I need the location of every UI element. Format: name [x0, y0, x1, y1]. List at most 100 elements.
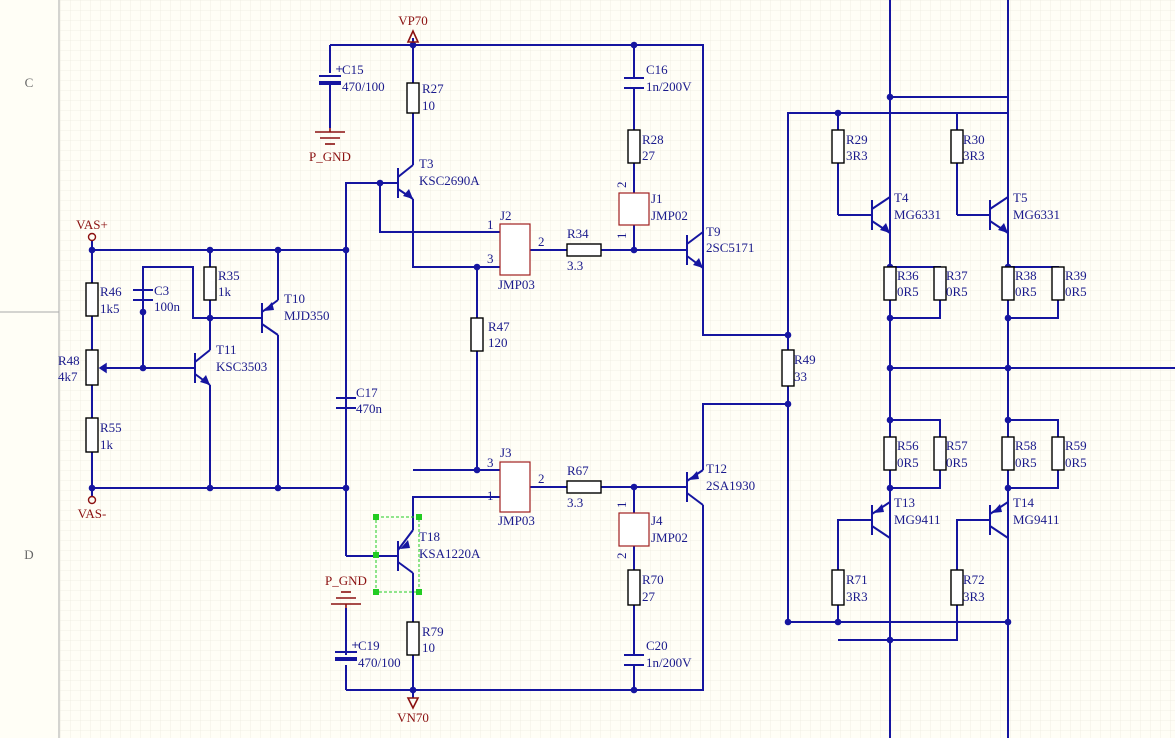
resistor-r71[interactable]: R71 3R3	[831, 569, 868, 606]
t5-value: MG6331	[1013, 207, 1060, 222]
resistor-r46[interactable]: R46 1k5	[85, 282, 122, 317]
r70-ref: R70	[642, 572, 664, 587]
resistor-r55[interactable]: R55 1k	[85, 417, 122, 453]
resistor-r29[interactable]: R29 3R3	[831, 129, 868, 164]
jumper-j4[interactable]: 1 2 J4 JMP02	[614, 502, 688, 560]
t18-ref: T18	[419, 529, 440, 544]
r57-value: 0R5	[946, 455, 968, 470]
transistor-t9[interactable]: T9 2SC5171	[686, 224, 754, 269]
pgnd-top-label: P_GND	[309, 149, 351, 164]
r46-ref: R46	[100, 284, 122, 299]
resistor-r28[interactable]: R28 27	[627, 129, 664, 164]
r49-value: 33	[794, 369, 807, 384]
resistor-r67[interactable]: R67 3.3	[566, 463, 602, 510]
pgnd-bottom-label: P_GND	[325, 573, 367, 588]
r28-value: 27	[642, 148, 656, 163]
resistor-r59[interactable]: R59 0R5	[1051, 436, 1087, 471]
j1-pin1: 1	[614, 233, 629, 240]
r72-ref: R72	[963, 572, 985, 587]
r71-value: 3R3	[846, 589, 868, 604]
r37-value: 0R5	[946, 284, 968, 299]
c3-ref: C3	[154, 283, 169, 298]
c17-value: 470n	[356, 401, 383, 416]
c20-value: 1n/200V	[646, 655, 692, 670]
resistor-r37[interactable]: R37 0R5	[933, 266, 968, 301]
r70-value: 27	[642, 589, 656, 604]
vas-minus-port[interactable]: VAS-	[78, 495, 107, 522]
selection-box	[375, 516, 420, 593]
r36-value: 0R5	[897, 284, 919, 299]
r29-value: 3R3	[846, 148, 868, 163]
capacitor-c15[interactable]: + C15 470/100	[319, 62, 385, 94]
pgnd-top-symbol[interactable]: P_GND	[309, 128, 351, 164]
resistor-r36[interactable]: R36 0R5	[883, 266, 919, 301]
transistor-t13[interactable]: T13 MG9411	[871, 495, 940, 539]
capacitor-c17[interactable]: C17 470n	[336, 385, 383, 416]
transistor-t4[interactable]: T4 MG6331	[871, 190, 941, 234]
vas-plus-port[interactable]: VAS+	[76, 217, 108, 242]
c19-value: 470/100	[358, 655, 401, 670]
c16-ref: C16	[646, 62, 668, 77]
jumper-j2[interactable]: J2 1 2 3 JMP03	[487, 208, 545, 292]
t13-value: MG9411	[894, 512, 940, 527]
j1-value: JMP02	[651, 208, 688, 223]
r39-ref: R39	[1065, 268, 1087, 283]
j3-pin3: 3	[487, 455, 494, 470]
capacitor-c3[interactable]: C3 100n	[133, 283, 181, 314]
t10-value: MJD350	[284, 308, 330, 323]
transistor-t5[interactable]: T5 MG6331	[989, 190, 1060, 234]
r55-ref: R55	[100, 420, 122, 435]
c20-ref: C20	[646, 638, 668, 653]
resistor-r30[interactable]: R30 3R3	[950, 129, 985, 164]
resistor-r34[interactable]: R34 3.3	[566, 226, 602, 273]
jumper-j3[interactable]: J3 3 2 1 JMP03	[487, 445, 545, 528]
vn70-port[interactable]: VN70	[397, 697, 429, 725]
resistor-r39[interactable]: R39 0R5	[1051, 266, 1087, 301]
c19-ref: C19	[358, 638, 380, 653]
t14-value: MG9411	[1013, 512, 1059, 527]
capacitor-c16[interactable]: C16 1n/200V	[624, 62, 692, 94]
transistor-t10[interactable]: T10 MJD350	[261, 291, 330, 336]
vp70-port[interactable]: VP70	[398, 13, 428, 43]
jumper-j1[interactable]: 2 1 J1 JMP02	[614, 182, 688, 240]
resistor-r72[interactable]: R72 3R3	[950, 569, 985, 606]
resistor-r58[interactable]: R58 0R5	[1001, 436, 1037, 471]
j1-ref: J1	[651, 191, 663, 206]
j2-pin1: 1	[487, 217, 494, 232]
r72-value: 3R3	[963, 589, 985, 604]
transistor-t12[interactable]: T12 2SA1930	[686, 461, 755, 506]
t3-value: KSC2690A	[419, 173, 480, 188]
capacitor-c20[interactable]: C20 1n/200V	[624, 638, 692, 670]
r39-value: 0R5	[1065, 284, 1087, 299]
transistor-t18[interactable]: T18 KSA1220A	[373, 514, 481, 595]
resistor-r57[interactable]: R57 0R5	[933, 436, 968, 471]
r38-value: 0R5	[1015, 284, 1037, 299]
r34-ref: R34	[567, 226, 589, 241]
j4-value: JMP02	[651, 530, 688, 545]
r49-ref: R49	[794, 352, 816, 367]
t12-ref: T12	[706, 461, 727, 476]
r47-value: 120	[488, 335, 508, 350]
potentiometer-r48[interactable]: R48 4k7	[58, 349, 112, 386]
r58-value: 0R5	[1015, 455, 1037, 470]
resistor-r56[interactable]: R56 0R5	[883, 436, 919, 471]
transistor-t11[interactable]: T11 KSC3503	[194, 342, 267, 386]
pgnd-bottom-symbol[interactable]: P_GND	[325, 573, 367, 608]
resistor-r70[interactable]: R70 27	[627, 569, 664, 606]
r34-value: 3.3	[567, 258, 583, 273]
r48-ref: R48	[58, 353, 80, 368]
transistor-t14[interactable]: T14 MG9411	[989, 495, 1059, 539]
transistor-t3[interactable]: T3 KSC2690A	[397, 156, 480, 200]
j2-ref: J2	[500, 208, 512, 223]
sheet-border	[0, 0, 60, 738]
resistor-r27[interactable]: R27 10	[406, 81, 444, 114]
resistor-r79[interactable]: R79 10	[406, 621, 444, 656]
resistor-r49[interactable]: R49 33	[781, 349, 816, 387]
resistor-r35[interactable]: R35 1k	[203, 266, 240, 301]
capacitor-c19[interactable]: + C19 470/100	[335, 638, 401, 670]
resistor-r47[interactable]: R47 120	[470, 317, 510, 352]
r46-value: 1k5	[100, 301, 120, 316]
vn70-label: VN70	[397, 710, 429, 725]
resistor-r38[interactable]: R38 0R5	[1001, 266, 1037, 301]
